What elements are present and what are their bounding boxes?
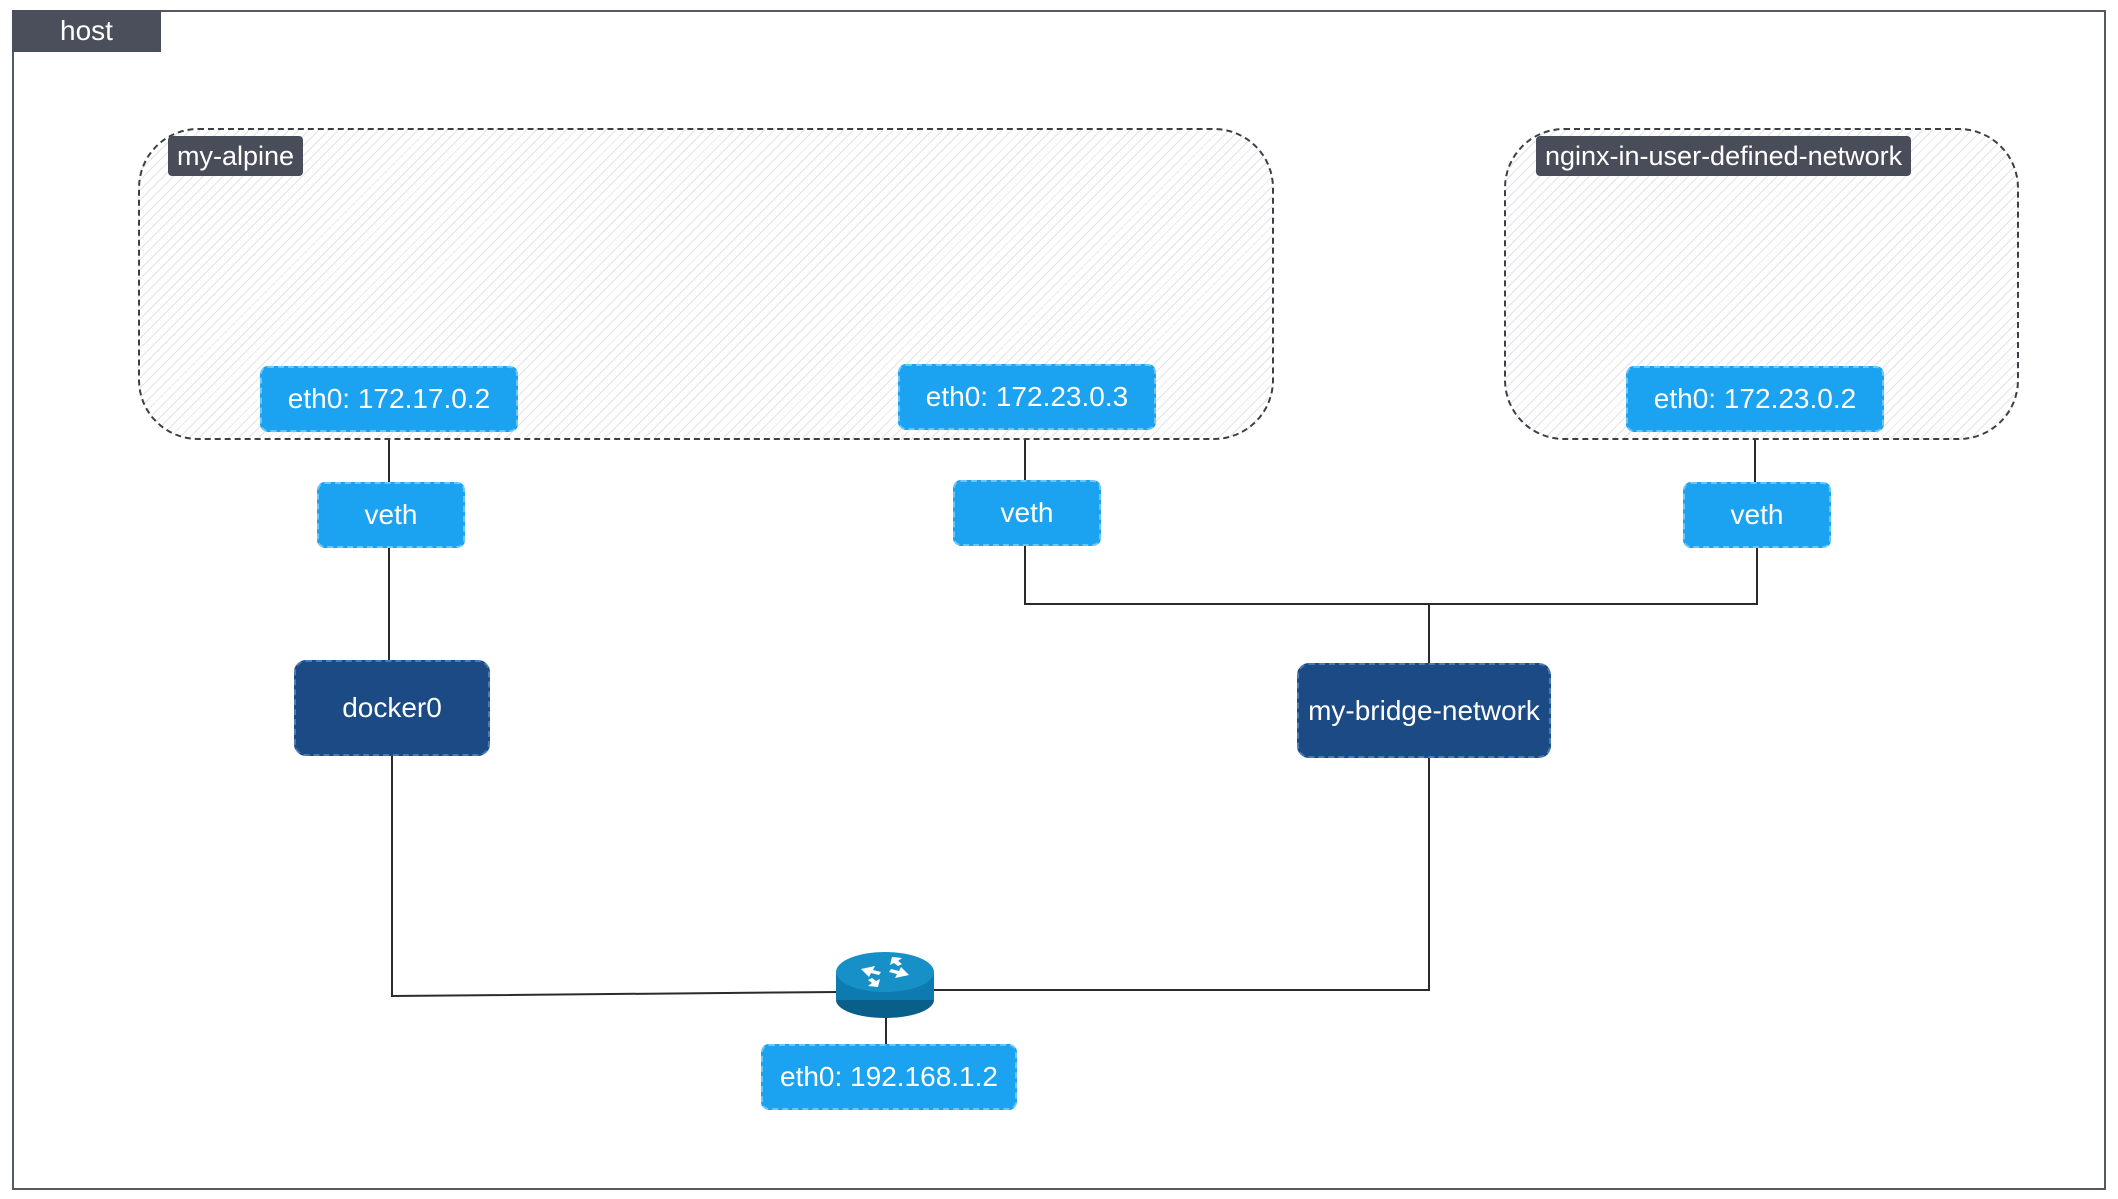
interface-alpine-eth0-bridge[interactable]: eth0: 172.23.0.3 — [898, 364, 1156, 430]
container-my-alpine-label: my-alpine — [168, 136, 304, 176]
bridge-my-bridge-network[interactable]: my-bridge-network — [1297, 663, 1551, 758]
link-docker0-router — [391, 756, 839, 998]
interface-host-eth0[interactable]: eth0: 192.168.1.2 — [761, 1044, 1017, 1110]
host-label: host — [12, 10, 161, 52]
link-veth-bridge-right — [1429, 548, 1758, 605]
veth-nginx-bridge[interactable]: veth — [1683, 482, 1831, 548]
link-bridge-router — [934, 758, 1430, 991]
host-frame — [12, 10, 2106, 1190]
interface-alpine-eth0-docker0[interactable]: eth0: 172.17.0.2 — [260, 366, 518, 432]
container-nginx-label: nginx-in-user-defined-network — [1536, 136, 1912, 176]
container-my-alpine — [138, 128, 1274, 440]
veth-alpine-docker0[interactable]: veth — [317, 482, 465, 548]
bridge-docker0[interactable]: docker0 — [294, 660, 490, 756]
interface-nginx-eth0[interactable]: eth0: 172.23.0.2 — [1626, 366, 1884, 432]
link-veth-bridge-left — [1024, 546, 1429, 605]
veth-alpine-bridge[interactable]: veth — [953, 480, 1101, 546]
router-icon — [836, 952, 934, 1018]
